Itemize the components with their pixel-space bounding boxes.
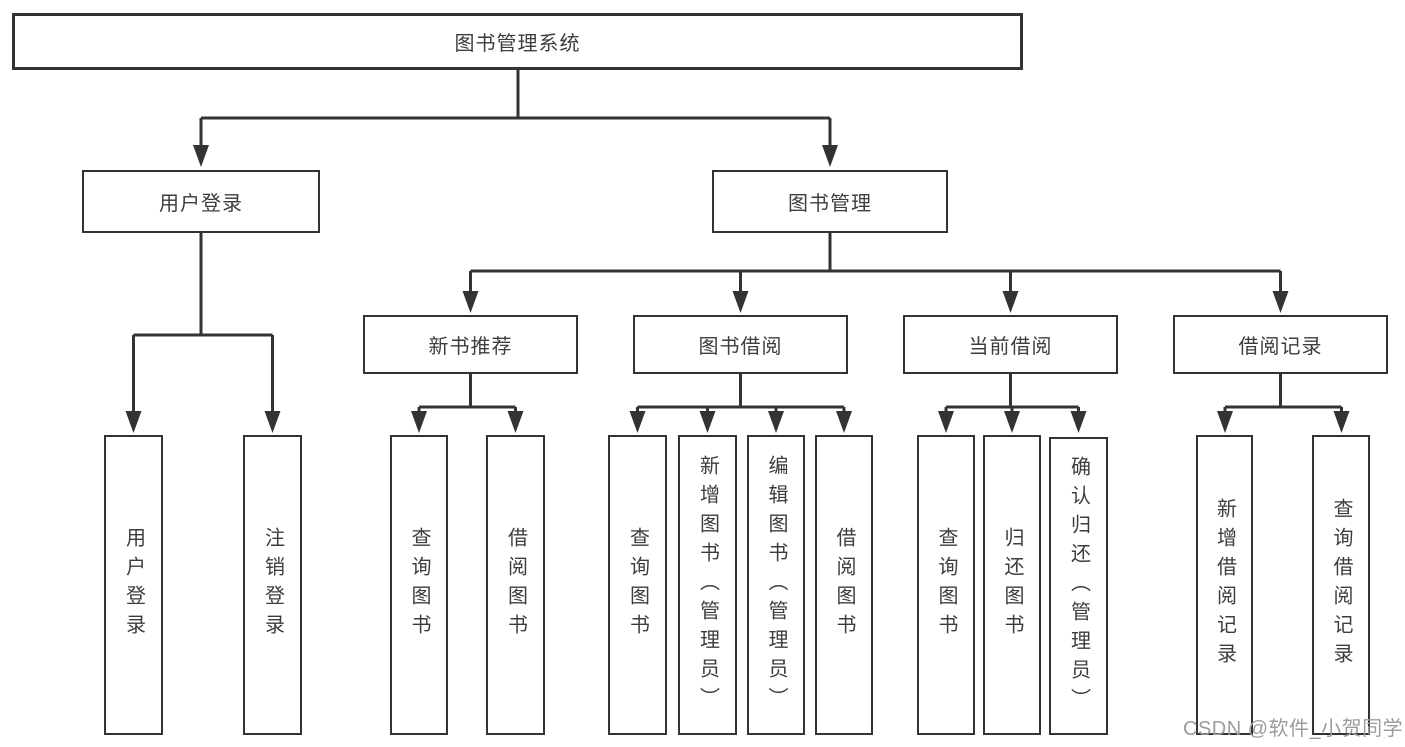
arrow-down-icon <box>1070 411 1087 433</box>
arrow-down-icon <box>125 411 142 433</box>
leaf-query-books: 查询图书 <box>390 435 448 735</box>
arrow-down-icon <box>1004 411 1020 433</box>
leaf-add-books-admin: 新增图书（管理员） <box>678 435 737 735</box>
arrow-down-icon <box>1272 291 1289 313</box>
arrow-down-icon <box>1333 411 1350 433</box>
arrow-down-icon <box>836 411 852 433</box>
node-user-login: 用户登录 <box>82 170 320 233</box>
arrow-down-icon <box>629 411 646 433</box>
node-book-management: 图书管理 <box>712 170 948 233</box>
leaf-query-books: 查询图书 <box>608 435 667 735</box>
leaf-user-login: 用户登录 <box>104 435 163 735</box>
arrow-down-icon <box>699 411 716 433</box>
leaf-logout: 注销登录 <box>243 435 302 735</box>
arrow-down-icon <box>732 291 749 313</box>
csdn-watermark: CSDN @软件_小贺同学 <box>1183 718 1404 740</box>
node-book-borrowing: 图书借阅 <box>633 315 848 374</box>
arrow-down-icon <box>462 291 479 313</box>
arrow-down-icon <box>1217 411 1233 433</box>
arrow-down-icon <box>264 411 281 433</box>
arrow-down-icon <box>768 411 784 433</box>
node-library-system: 图书管理系统 <box>12 13 1023 70</box>
leaf-confirm-return-admin: 确认归还（管理员） <box>1049 437 1108 735</box>
leaf-borrow-books: 借阅图书 <box>815 435 873 735</box>
leaf-borrow-books: 借阅图书 <box>486 435 545 735</box>
leaf-query-books: 查询图书 <box>917 435 975 735</box>
leaf-query-borrow-record: 查询借阅记录 <box>1312 435 1370 735</box>
arrow-down-icon <box>507 411 524 433</box>
node-current-borrowing: 当前借阅 <box>903 315 1118 374</box>
node-borrowing-records: 借阅记录 <box>1173 315 1388 374</box>
arrow-down-icon <box>822 145 838 167</box>
leaf-edit-books-admin: 编辑图书（管理员） <box>747 435 805 735</box>
leaf-add-borrow-record: 新增借阅记录 <box>1196 435 1253 735</box>
leaf-return-books: 归还图书 <box>983 435 1041 735</box>
arrow-down-icon <box>193 145 209 167</box>
arrow-down-icon <box>938 411 954 433</box>
arrow-down-icon <box>411 411 427 433</box>
node-new-book-recommend: 新书推荐 <box>363 315 578 374</box>
arrow-down-icon <box>1002 291 1019 313</box>
